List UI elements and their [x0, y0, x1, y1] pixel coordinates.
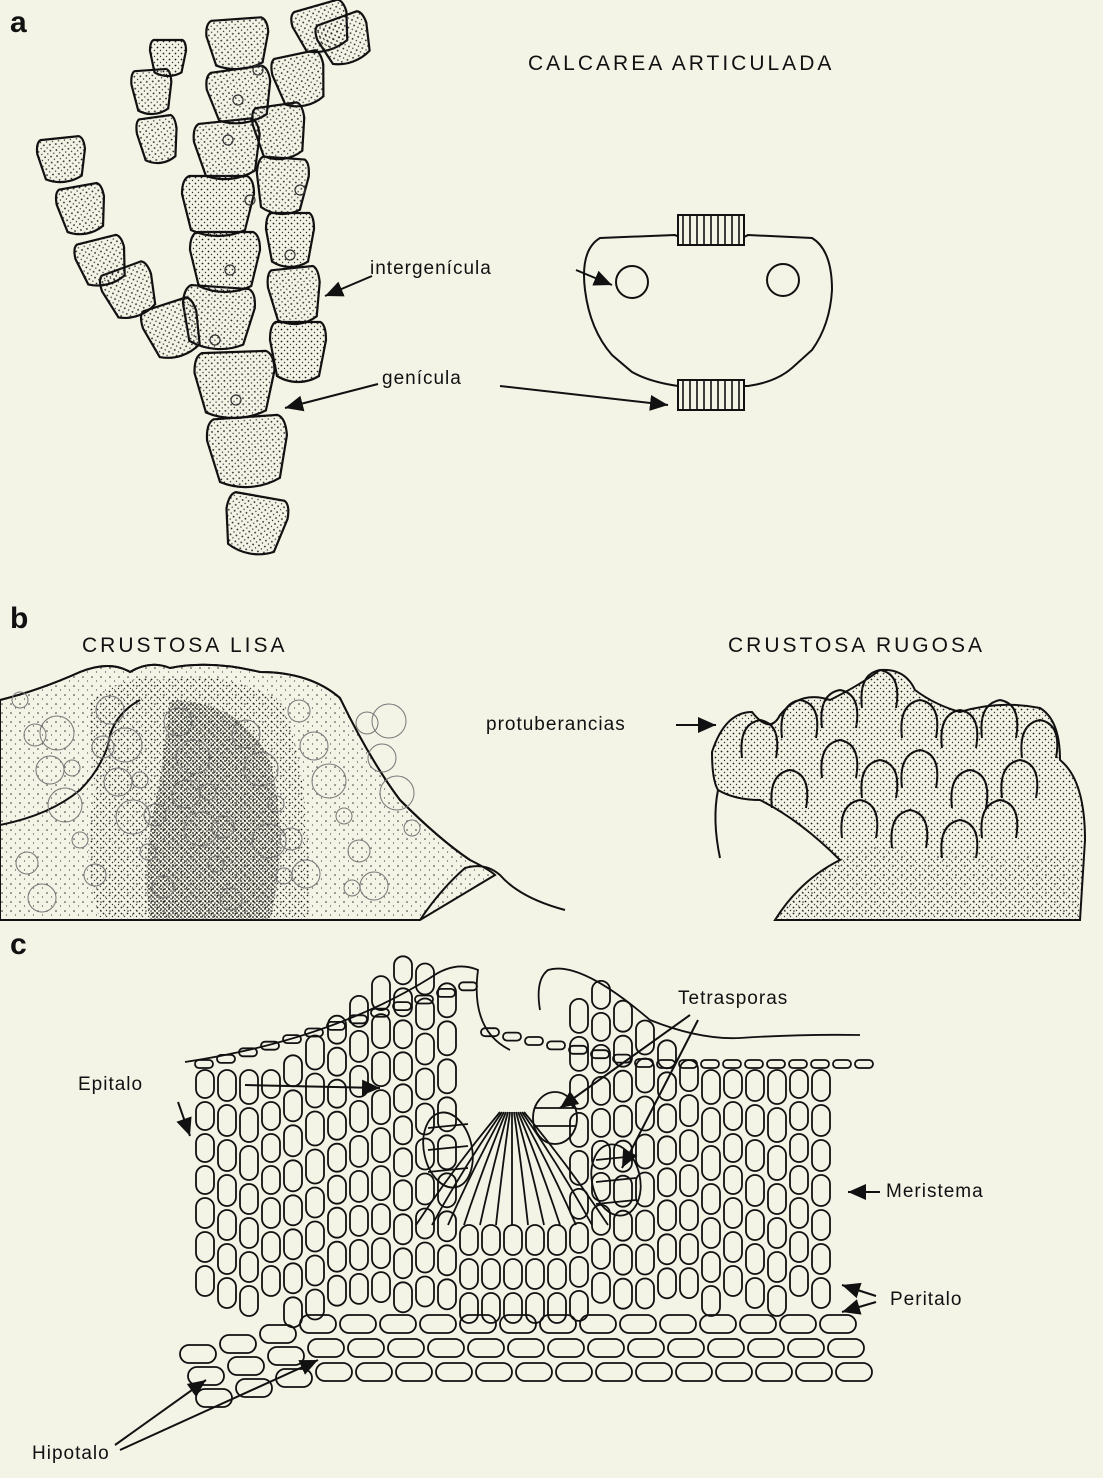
intergenicula-segment: [54, 182, 110, 238]
intergenicula-segment: [254, 156, 310, 215]
label-hipotalo: Hipotalo: [32, 1443, 110, 1465]
title-calcarea-articulada: CALCAREA ARTICULADA: [528, 52, 834, 76]
label-tetrasporas: Tetrasporas: [678, 988, 788, 1010]
intergenicula-segment: [135, 114, 181, 165]
intergenicula-segment: [269, 49, 331, 111]
genicula-top: [678, 215, 744, 245]
label-peritalo: Peritalo: [890, 1289, 962, 1311]
panel-letter-c: c: [10, 928, 27, 962]
intergenicula-segment: [150, 40, 186, 76]
intergenicula-segment: [266, 265, 324, 326]
intergenicula-segment: [205, 17, 270, 71]
genicula-bottom: [678, 380, 744, 410]
leader-lines-c: [115, 1015, 880, 1450]
label-genicula: genícula: [382, 368, 462, 390]
title-crustosa-rugosa: CRUSTOSA RUGOSA: [728, 634, 985, 658]
intergenicula-segment: [36, 136, 88, 185]
thallus-section: [180, 956, 873, 1407]
title-crustosa-lisa: CRUSTOSA LISA: [82, 634, 288, 658]
label-epitalo: Epitalo: [78, 1074, 143, 1096]
intergenicula-segment: [206, 414, 291, 489]
panel-letter-a: a: [10, 6, 27, 40]
intergenicula-segment: [266, 213, 314, 267]
panel-letter-b: b: [10, 602, 28, 636]
intergenicula-segment: [182, 176, 254, 236]
articulated-coralline-branch: [36, 0, 377, 559]
intergenicula-segment: [250, 102, 309, 163]
label-meristema: Meristema: [886, 1181, 984, 1203]
intergenicula-segment: [219, 491, 290, 559]
label-intergenicula: intergenícula: [370, 258, 492, 280]
crustose-rough-drawing: [712, 670, 1085, 920]
segment-schematic: [584, 215, 832, 410]
crustose-smooth-drawing: [0, 665, 565, 920]
label-protuberancias: protuberancias: [486, 714, 626, 736]
intergenicula-segment: [194, 351, 276, 420]
intergenicula-segment: [190, 232, 260, 292]
intergenicula-segment: [270, 322, 326, 382]
